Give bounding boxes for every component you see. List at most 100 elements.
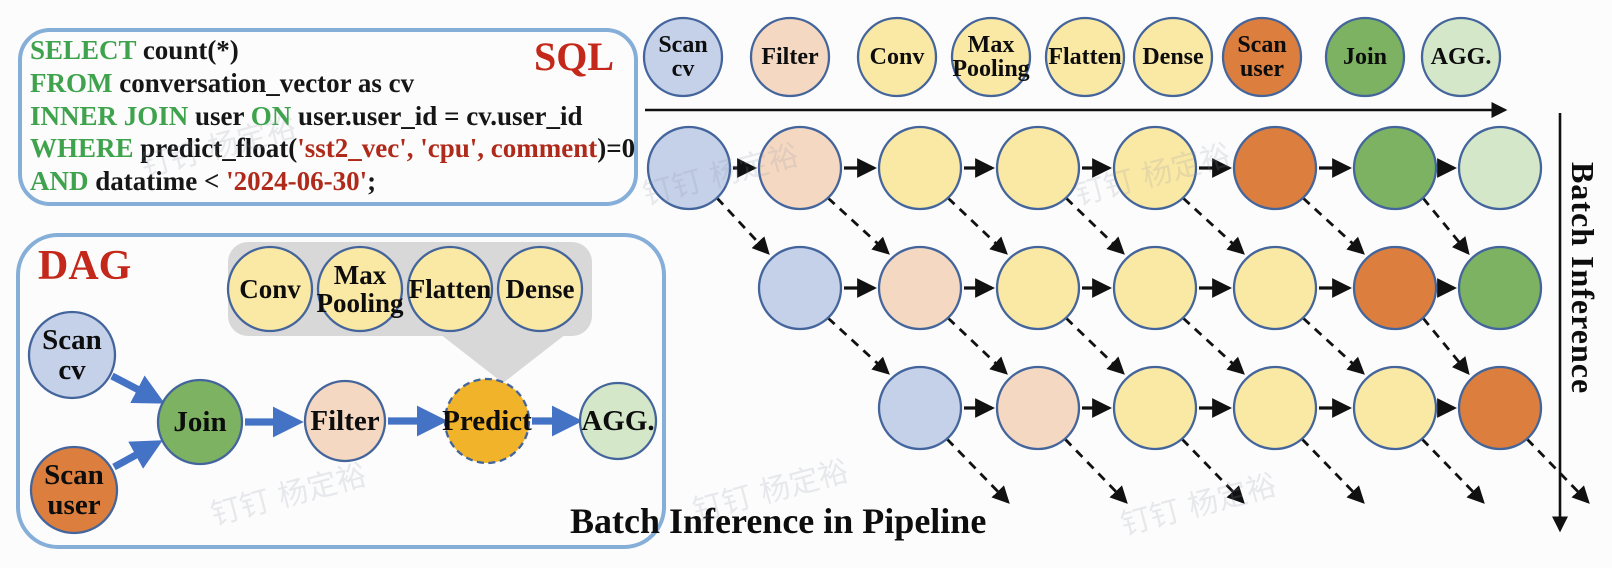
dag-expansion-label-dense: Dense — [506, 274, 575, 304]
batch-row2-node-4-yellow — [1112, 245, 1198, 331]
batch-row1-node-6-orange — [1232, 125, 1318, 211]
pipeline-stage-node-max-pooling — [950, 16, 1032, 98]
sql-token: )=0 — [597, 133, 636, 164]
dag-node-predict — [443, 377, 531, 465]
sql-token: AND — [30, 166, 96, 197]
dag-node-label-filter: Filter — [310, 405, 379, 437]
sql-token: user — [195, 100, 251, 131]
batch-row3-node-4-yellow — [1232, 365, 1318, 451]
sql-token: WHERE — [30, 133, 141, 164]
dag-node-label-join: Join — [173, 406, 226, 438]
batch-row1-node-2-peach — [757, 125, 843, 211]
pipeline-stage-label-filter: Filter — [761, 44, 819, 70]
pipeline-stage-label-flatten: Flatten — [1048, 44, 1121, 70]
sql-token: ; — [367, 166, 377, 197]
pipeline-stage-node-flatten — [1044, 16, 1126, 98]
dag-expansion-node-flatten — [406, 245, 494, 333]
batch-handoff-arrow — [1182, 196, 1245, 255]
sql-line-1: SELECT count(*) — [30, 34, 635, 67]
batch-handoff-arrow — [1065, 316, 1125, 375]
pipeline-stage-label-join: Join — [1343, 44, 1387, 70]
sql-token: conversation_vector as cv — [119, 67, 415, 98]
batch-row1-node-4-yellow — [995, 125, 1081, 211]
batch-handoff-arrow — [1421, 317, 1470, 376]
dag-expansion-node-dense — [496, 245, 584, 333]
sql-token: FROM — [30, 67, 120, 98]
batch-row1-node-5-yellow — [1112, 125, 1198, 211]
batch-row1-node-3-yellow — [877, 125, 963, 211]
batch-handoff-arrow — [1420, 438, 1485, 504]
sql-token: ON — [250, 100, 299, 131]
dag-node-join — [156, 378, 244, 466]
sql-token: user.user_id = cv.user_id — [298, 100, 583, 131]
batch-row2-node-6-orange — [1352, 245, 1438, 331]
pipeline-stage-node-scan-cv — [642, 16, 724, 98]
sql-token: SELECT — [30, 35, 143, 65]
batch-handoff-arrow — [827, 316, 890, 375]
dag-panel-title: DAG — [38, 243, 132, 289]
dag-edge-arrow — [112, 440, 163, 471]
batch-handoff-arrow — [1525, 438, 1590, 504]
batch-row2-node-1-blue — [757, 245, 843, 331]
batch-handoff-arrow — [1065, 196, 1125, 255]
pipeline-stage-node-filter — [749, 16, 831, 98]
batch-row2-node-5-yellow — [1232, 245, 1318, 331]
dag-node-label-agg: AGG. — [581, 405, 654, 437]
dag-node-scan-user — [29, 445, 119, 535]
batch-row3-node-5-yellow — [1352, 365, 1438, 451]
batch-row3-node-3-yellow — [1112, 365, 1198, 451]
batch-handoff-arrow — [1421, 197, 1470, 256]
batch-handoff-arrow — [1063, 438, 1128, 504]
sql-panel-title: SQL — [534, 34, 615, 79]
sql-token: count(*) — [142, 35, 239, 65]
dag-edge-arrow — [110, 372, 165, 404]
pipeline-stage-label-agg: AGG. — [1431, 44, 1492, 70]
sql-line-5: AND datatime < '2024-06-30'; — [30, 165, 635, 198]
batch-row1-node-1-blue — [646, 125, 732, 211]
batch-handoff-arrow — [827, 196, 890, 255]
pipeline-stage-node-dense — [1132, 16, 1214, 98]
batch-handoff-arrow — [947, 316, 1008, 375]
batch-handoff-arrow — [1302, 316, 1365, 375]
pipeline-stage-label-dense: Dense — [1142, 44, 1204, 70]
batch-handoff-arrow — [1302, 196, 1365, 255]
dag-expansion-label-flatten: Flatten — [409, 274, 491, 304]
sql-token: predict_float( — [140, 133, 298, 164]
sql-line-3: INNER JOIN user ON user.user_id = cv.use… — [30, 100, 635, 133]
batch-row2-node-7-green — [1457, 245, 1543, 331]
sql-token: '2024-06-30' — [226, 166, 368, 197]
batch-row1-node-8-lightgreen — [1457, 125, 1543, 211]
batch-row2-node-3-yellow — [995, 245, 1081, 331]
dag-panel — [16, 233, 666, 549]
batch-handoff-arrow — [1300, 438, 1365, 504]
batch-handoff-arrow — [1182, 316, 1245, 375]
pipeline-stage-node-conv — [856, 16, 938, 98]
dag-node-scan-cv — [27, 310, 117, 400]
batch-handoff-arrow — [947, 196, 1008, 255]
dag-expansion-node-conv — [226, 245, 314, 333]
dag-node-label-predict: Predict — [442, 405, 532, 437]
pipeline-stage-node-agg — [1420, 16, 1502, 98]
sql-line-2: FROM conversation_vector as cv — [30, 67, 635, 100]
dag-expansion-node-max-pooling — [316, 245, 404, 333]
sql-token: datatime < — [95, 166, 227, 197]
batch-row3-node-6-orange — [1457, 365, 1543, 451]
dag-node-agg — [578, 381, 658, 461]
sql-code-block: SELECT count(*)FROM conversation_vector … — [30, 34, 635, 198]
sql-token: INNER JOIN — [30, 100, 196, 131]
pipeline-stage-label-conv: Conv — [870, 44, 925, 70]
dag-expansion-callout-tail — [440, 334, 566, 383]
sql-line-4: WHERE predict_float('sst2_vec', 'cpu', c… — [30, 132, 635, 165]
batch-handoff-arrow — [715, 197, 770, 255]
batch-row1-node-7-green — [1352, 125, 1438, 211]
batch-row2-node-2-peach — [877, 245, 963, 331]
pipeline-stage-node-join — [1324, 16, 1406, 98]
pipeline-caption: Batch Inference in Pipeline — [570, 501, 987, 541]
